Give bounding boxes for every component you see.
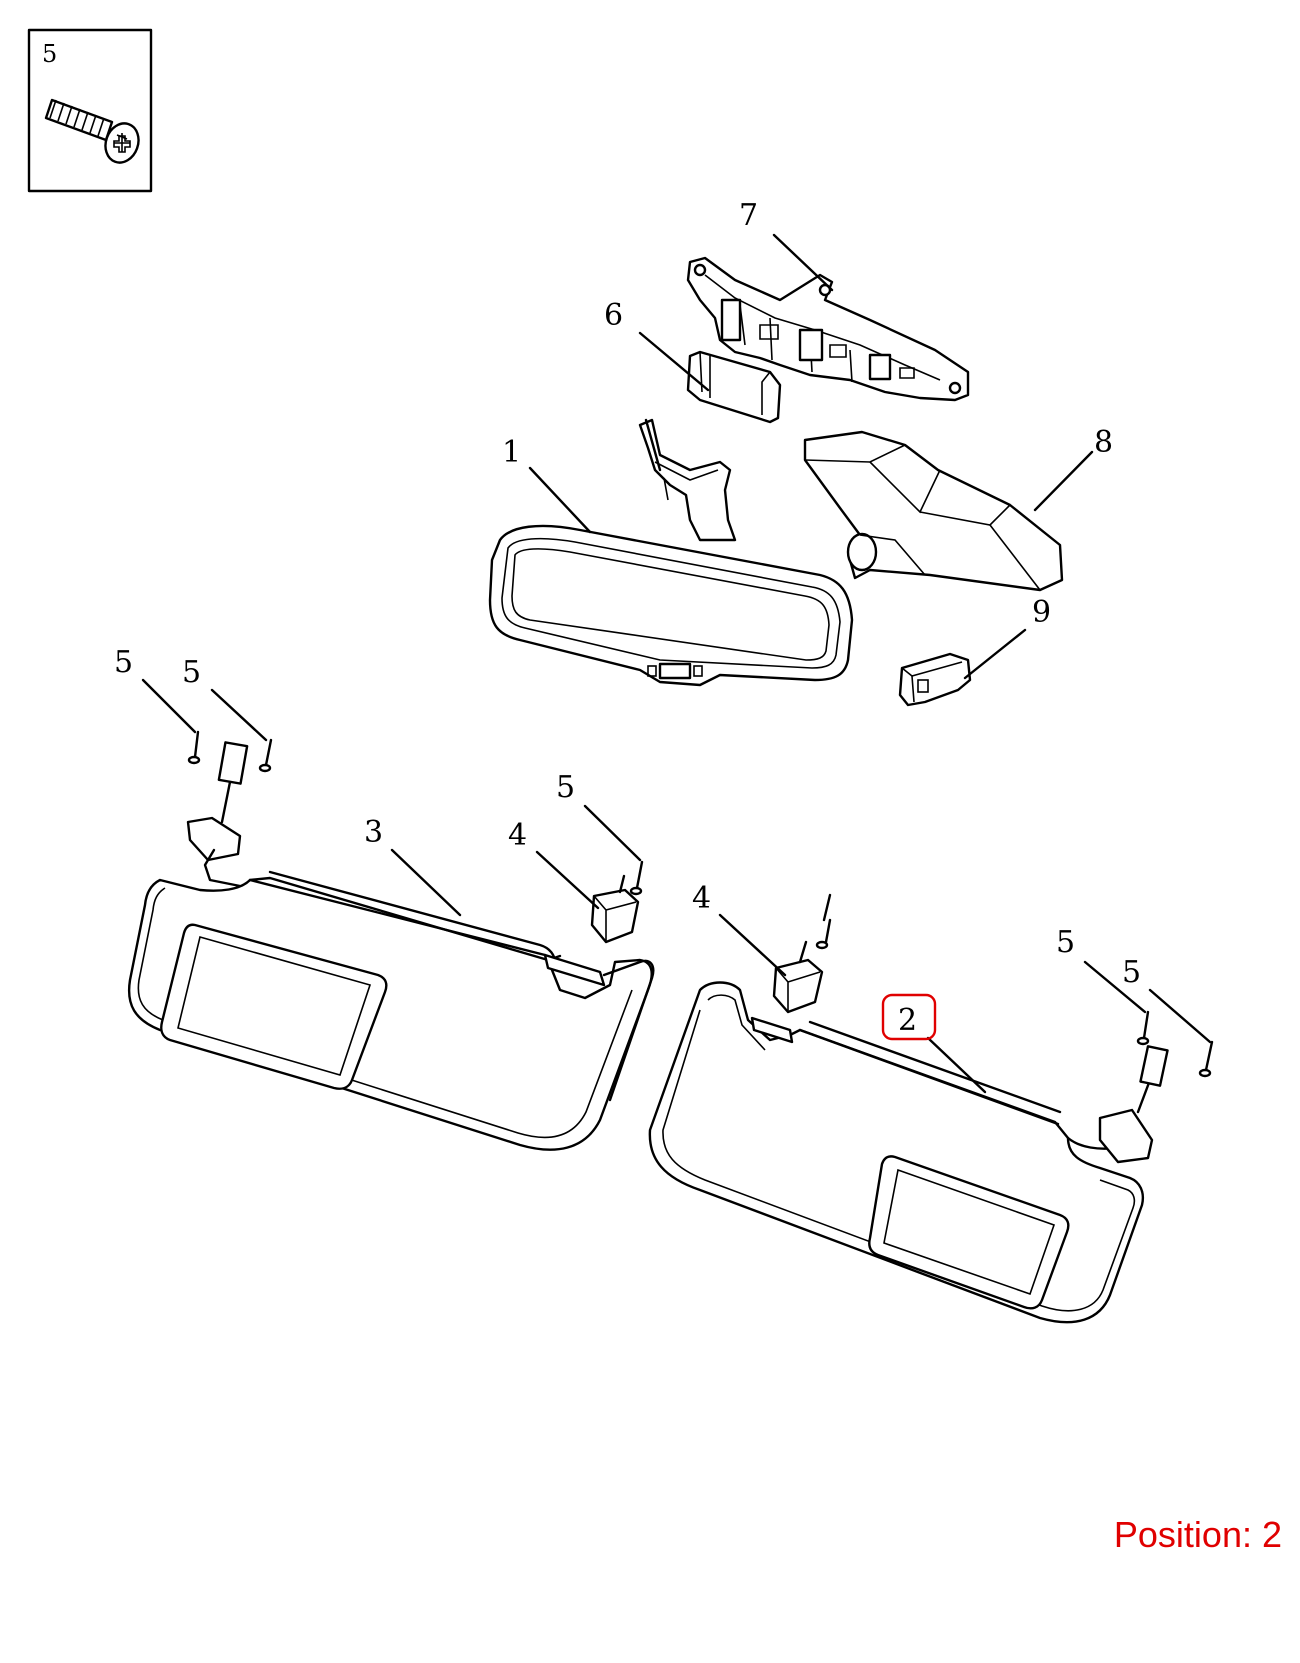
leader-6 (638, 331, 710, 392)
callout-6: 6 (604, 298, 623, 333)
part-8-housing (803, 430, 1064, 592)
screw-left-b (258, 738, 273, 773)
part-3-left-visor (127, 741, 655, 1151)
callout-8: 8 (1094, 425, 1113, 460)
screw-right-e (1136, 1010, 1150, 1046)
leader-5b (210, 688, 268, 742)
leader-5c (583, 804, 642, 862)
inset-screw-box: 5 (27, 28, 153, 193)
leader-4b (718, 913, 787, 977)
leader-5a (141, 678, 197, 734)
screw-mid-c (629, 860, 644, 896)
callout-5d: 5 (1056, 925, 1075, 960)
cross-head-screw-icon (44, 98, 140, 164)
screw-right-f (1198, 1040, 1214, 1078)
callout-1: 1 (502, 435, 521, 470)
part-4-right-clip (772, 893, 832, 1014)
leader-5e (1148, 988, 1212, 1044)
callout-4a: 4 (508, 818, 527, 853)
screw-left-a (187, 730, 201, 765)
leader-4a (535, 850, 600, 910)
callout-5b: 5 (182, 655, 201, 690)
screw-mid-d (815, 918, 832, 950)
leader-9 (963, 628, 1027, 680)
callout-2: 2 (898, 1003, 917, 1038)
part-4-left-clip (590, 874, 640, 944)
leader-5d (1083, 960, 1147, 1014)
position-label: Position: 2 (1114, 1514, 1282, 1556)
leader-7 (772, 233, 834, 292)
callout-4b: 4 (692, 881, 711, 916)
leader-3 (390, 848, 462, 917)
part-7-bracket (686, 256, 970, 402)
highlighted-callout-box (881, 993, 937, 1041)
callout-5a: 5 (114, 645, 133, 680)
callout-5e: 5 (1122, 955, 1141, 990)
position-value: 2 (1261, 1514, 1282, 1555)
leader-8 (1033, 450, 1094, 512)
callout-3: 3 (364, 815, 383, 850)
leader-2 (926, 1036, 987, 1094)
part-1-mirror (488, 418, 854, 687)
part-6-cover (686, 350, 782, 424)
callout-9: 9 (1032, 595, 1051, 630)
callout-7: 7 (739, 198, 758, 233)
position-prefix: Position: (1113, 1514, 1262, 1555)
part-9-clip (898, 652, 972, 707)
callout-5c: 5 (556, 770, 575, 805)
leader-1 (528, 466, 592, 534)
part-2-right-visor (648, 981, 1169, 1324)
inset-label: 5 (42, 40, 57, 68)
